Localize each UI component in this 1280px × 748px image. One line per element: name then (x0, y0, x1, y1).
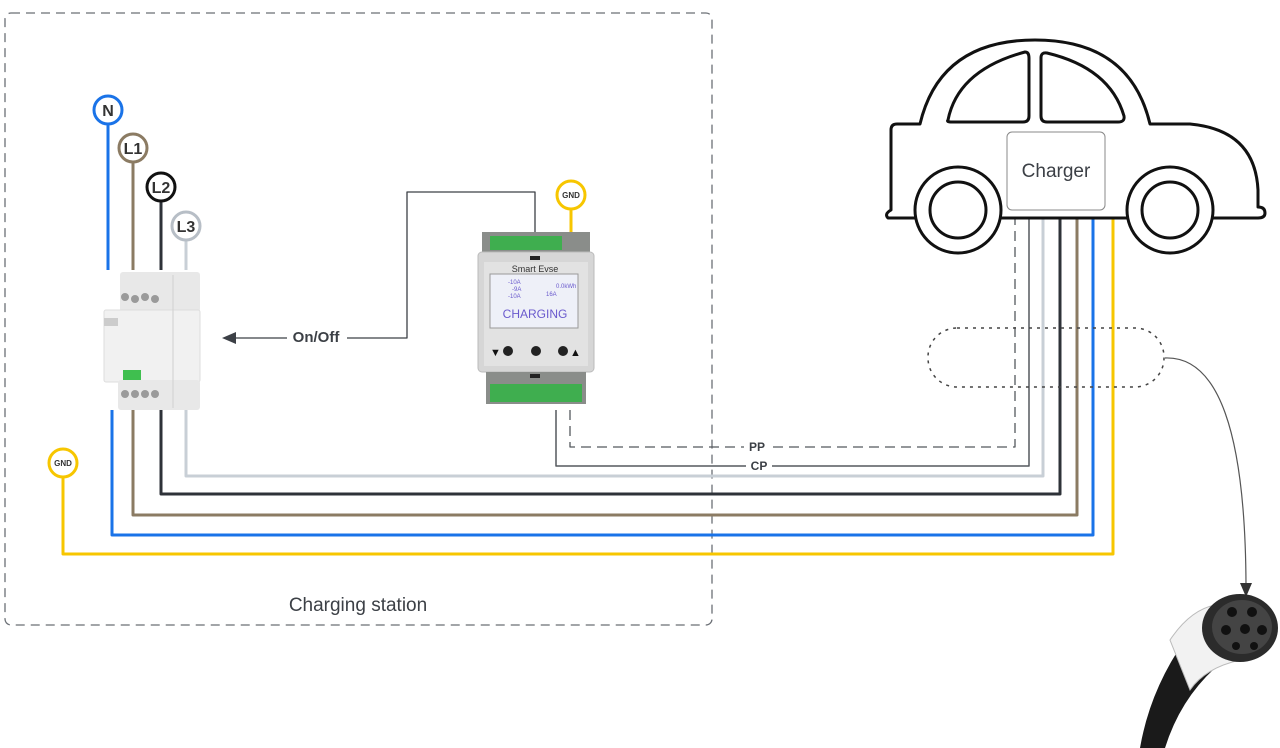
wire-on-off (232, 191, 536, 339)
connector-highlight (927, 327, 1165, 388)
wire-gnd (61, 205, 1115, 556)
terminal-l3 (170, 210, 202, 242)
charging-station-boundary (4, 12, 713, 626)
type2-plug-image (1140, 594, 1278, 748)
smart-evse-module: ▼ ▲ (477, 232, 595, 404)
gnd-terminal-left (47, 447, 79, 479)
callout-line (1164, 357, 1247, 586)
terminal-l1-label: L1 (124, 141, 143, 158)
gnd-terminal-evse (555, 179, 587, 211)
terminal-l2 (145, 171, 177, 203)
contactor-module (103, 272, 201, 410)
button-down[interactable] (503, 346, 513, 356)
gnd-left-label: GND (54, 459, 72, 468)
gnd-evse-label: GND (562, 191, 580, 200)
arrow-head-icon (222, 332, 236, 344)
reading-4: 16A (546, 292, 557, 298)
terminal-l1 (117, 132, 149, 164)
charger-box (1006, 131, 1106, 211)
evse-brand: Smart Evse (512, 264, 559, 274)
button-up[interactable] (558, 346, 568, 356)
charger-label: Charger (1022, 161, 1091, 182)
wire-l1 (131, 162, 1079, 517)
terminal-l3-label: L3 (177, 219, 196, 236)
up-arrow-icon: ▲ (570, 347, 581, 359)
pp-label: PP (749, 440, 765, 454)
down-arrow-icon: ▼ (490, 347, 501, 359)
car-outline (885, 38, 1267, 255)
wire-l3 (184, 210, 1045, 478)
wire-l2 (159, 202, 1062, 496)
reading-3: -10A (508, 294, 521, 300)
reading-5: 0.0kWh (556, 284, 576, 290)
wire-n (106, 125, 1095, 537)
evse-status: CHARGING (503, 307, 568, 321)
charging-station-label: Charging station (289, 595, 427, 616)
reading-2: -9A (512, 287, 521, 293)
terminal-n (92, 94, 124, 126)
wire-cp (555, 210, 1030, 467)
reading-1: -10A (508, 280, 521, 286)
button-select[interactable] (531, 346, 541, 356)
cp-label: CP (751, 459, 768, 473)
on-off-label: On/Off (293, 329, 341, 346)
terminal-n-label: N (102, 103, 114, 120)
callout-arrow-icon (1240, 583, 1252, 597)
terminal-l2-label: L2 (152, 180, 171, 197)
